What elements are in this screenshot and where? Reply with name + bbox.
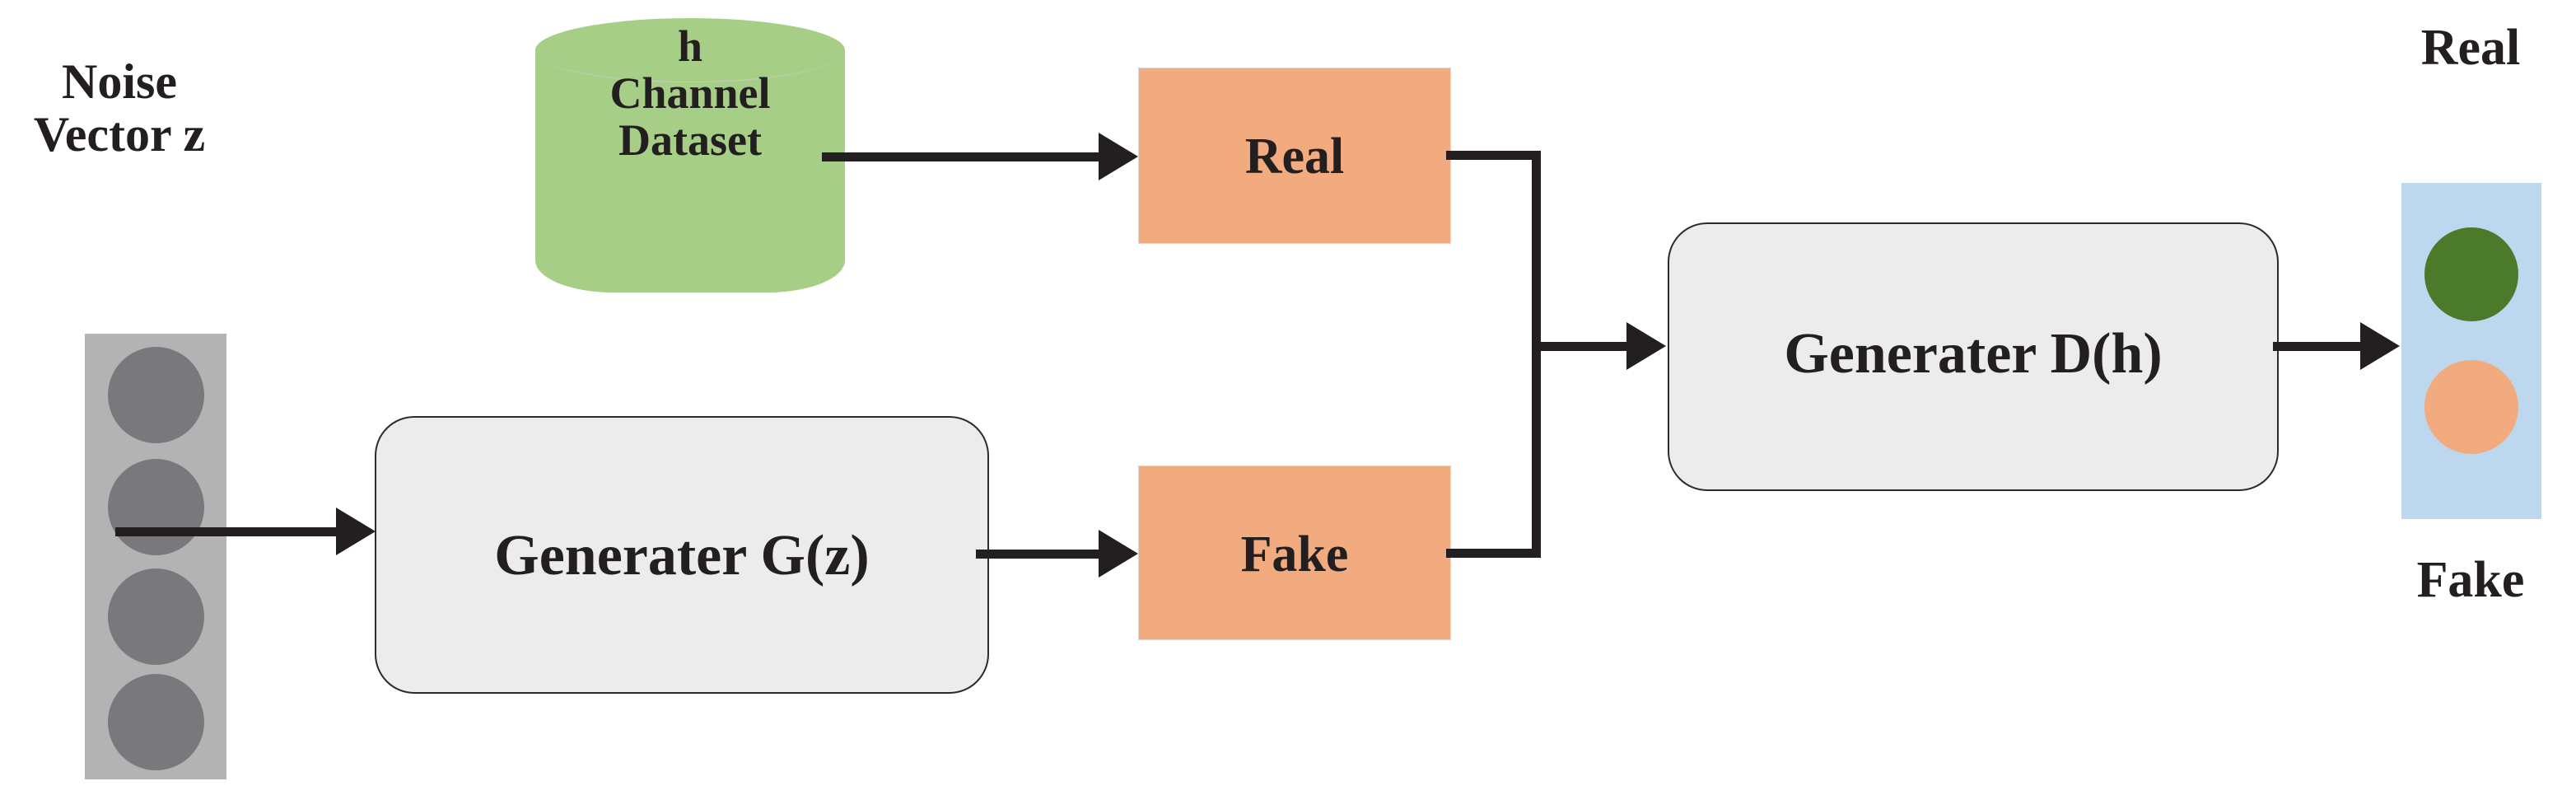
generator-g-label: Generater G(z) [494,524,870,587]
channel-dataset-cylinder [535,18,845,292]
verdict-fake-dot [2424,360,2518,454]
verdict-real-dot [2424,227,2518,321]
noise-dot [108,347,204,443]
connector-discriminator-to-output [2273,342,2364,351]
connector-dataset-to-real [822,152,1102,161]
fake-sample-label: Fake [1240,526,1349,582]
fake-sample-box[interactable] [1138,465,1451,640]
connector-junction-to-discriminator [1532,342,1632,351]
generator-g-box[interactable] [375,416,989,694]
arrowhead-icon [2360,322,2400,370]
cylinder-body [535,50,845,260]
output-verdict-panel [2401,183,2541,519]
connector-merge-junction [1532,151,1541,558]
connector-fake-to-junction [1446,549,1541,558]
output-real-label: Real [2420,20,2521,76]
connector-generator-to-fake [976,550,1104,559]
discriminator-d-label: Generater D(h) [1784,322,2163,386]
real-sample-box[interactable] [1138,68,1451,244]
arrowhead-icon [1099,530,1138,578]
noise-vector-label: Noise Vector z [33,54,206,161]
arrowhead-icon [1626,322,1666,370]
connector-noise-to-generator [115,527,354,536]
noise-dot [108,674,204,770]
arrowhead-icon [1099,133,1138,180]
cylinder-top-cap [535,18,845,82]
real-sample-label: Real [1244,129,1345,185]
noise-vector-block [85,334,226,779]
noise-dot [108,568,204,665]
channel-dataset-label: h Channel Dataset [609,21,771,166]
connector-real-to-junction [1446,151,1541,160]
noise-dot [108,459,204,555]
arrowhead-icon [336,508,376,555]
output-fake-label: Fake [2416,552,2525,608]
discriminator-d-box[interactable] [1668,222,2279,491]
